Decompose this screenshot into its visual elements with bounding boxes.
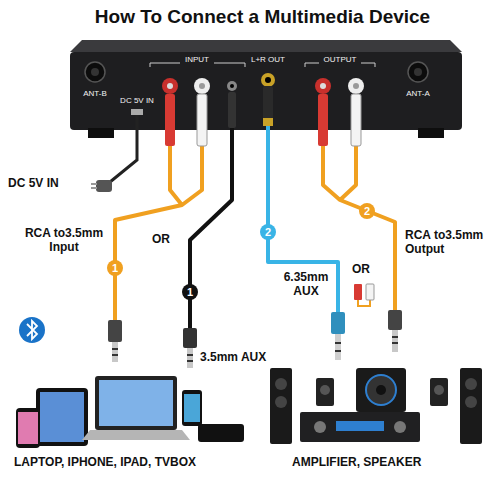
panel-label: L+R OUT (251, 55, 285, 64)
device-caption: LAPTOP, IPHONE, IPAD, TVBOX (14, 455, 196, 469)
receiver-body (70, 40, 462, 138)
rca-input-cable (108, 94, 207, 362)
aux-35-cable (183, 92, 236, 368)
amplifier-speakers (270, 368, 482, 444)
cable-label: RCA to3.5mm Input (18, 226, 110, 255)
source-devices (16, 317, 244, 448)
panel-label: ANT-A (406, 89, 430, 98)
aux-635-cable (263, 86, 345, 360)
callout-number: 1 (107, 260, 123, 276)
callout-number: 2 (359, 203, 375, 219)
receiver-panel: ANT-B DC 5V IN INPUT L+R OUT OUTPUT ANT-A (70, 40, 462, 138)
panel-label: ANT-B (83, 89, 107, 98)
or-label: OR (152, 232, 170, 246)
cable-label: 3.5mm AUX (200, 350, 266, 364)
cable-label: RCA to3.5mm Output (405, 228, 495, 257)
cable-label: 6.35mm AUX (280, 270, 332, 299)
or-label: OR (352, 262, 370, 276)
dc-cable (91, 115, 137, 192)
port-label: DC 5V IN (8, 176, 59, 190)
panel-label: INPUT (185, 55, 209, 64)
panel-label: DC 5V IN (120, 96, 154, 105)
callout-number: 2 (260, 224, 276, 240)
diagram-title: How To Connect a Multimedia Device (30, 6, 495, 28)
device-caption: AMPLIFIER, SPEAKER (292, 455, 421, 469)
rca-output-cable (318, 94, 402, 352)
panel-label: OUTPUT (324, 55, 357, 64)
callout-number: 1 (182, 284, 198, 300)
